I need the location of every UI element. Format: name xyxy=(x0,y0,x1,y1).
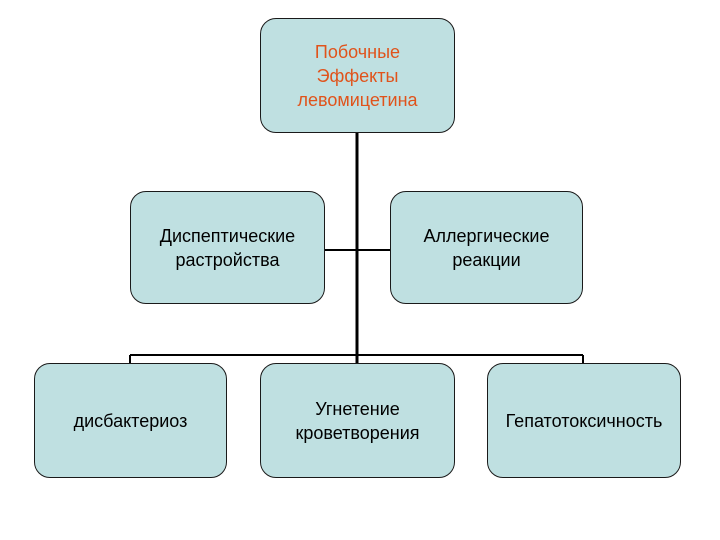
node-hepatotoxicity: Гепатотоксичность xyxy=(487,363,681,478)
node-dysbacteriosis: дисбактериоз xyxy=(34,363,227,478)
node-hematopoiesis-suppression: Угнетение кроветворения xyxy=(260,363,455,478)
node-allergic-reactions: Аллергические реакции xyxy=(390,191,583,304)
node-side-effects-root: Побочные Эффекты левомицетина xyxy=(260,18,455,133)
node-dyspeptic-disorders: Диспептические растройства xyxy=(130,191,325,304)
